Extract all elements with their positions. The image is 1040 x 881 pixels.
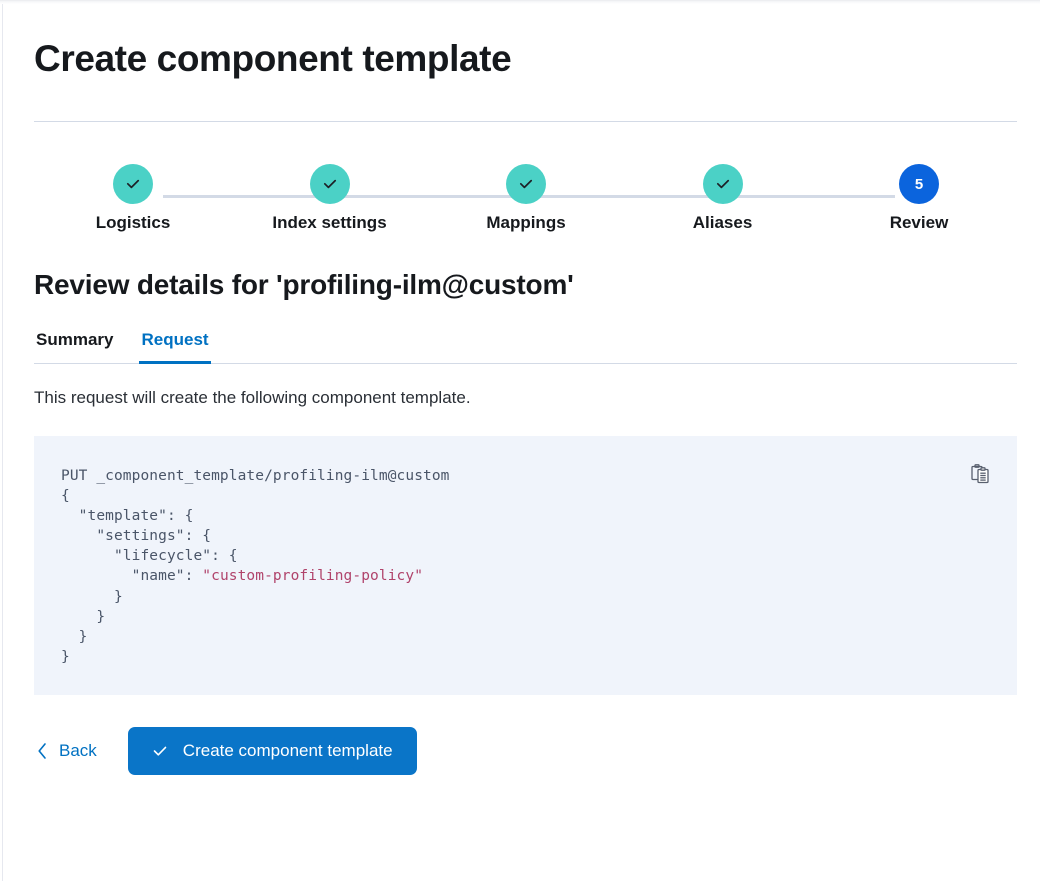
step-index-settings-label: Index settings <box>272 213 387 232</box>
step-mappings-badge[interactable] <box>506 164 546 204</box>
request-body-before: { "template": { "settings": { "lifecycle… <box>61 488 238 585</box>
check-icon <box>519 179 533 189</box>
tab-request[interactable]: Request <box>139 328 211 364</box>
check-icon <box>716 179 729 189</box>
step-aliases-label: Aliases <box>692 213 753 232</box>
check-icon <box>323 179 336 189</box>
step-logistics-label: Logistics <box>95 213 171 232</box>
header-divider <box>34 121 1017 122</box>
step-review-label: Review <box>889 213 949 232</box>
copy-clipboard-icon-button[interactable] <box>966 460 994 488</box>
tab-summary[interactable]: Summary <box>34 328 115 363</box>
step-logistics-badge[interactable] <box>113 164 153 204</box>
chevron-left-icon <box>38 743 46 759</box>
footer-actions: Back Create component template <box>34 727 1017 775</box>
step-index-settings-badge[interactable] <box>309 164 350 204</box>
page-title: Create component template <box>34 38 512 79</box>
step-review-badge[interactable]: 5 <box>899 164 939 204</box>
request-code-block: PUT _component_template/profiling-ilm@cu… <box>34 436 1017 695</box>
request-description: This request will create the following c… <box>34 388 471 407</box>
request-method-line: PUT _component_template/profiling-ilm@cu… <box>61 468 450 484</box>
step-indicator: Logistics Index settings <box>34 164 1017 248</box>
step-aliases-badge[interactable] <box>702 164 743 204</box>
back-button[interactable]: Back <box>34 735 99 767</box>
create-component-template-label: Create component template <box>182 741 393 760</box>
create-component-template-button[interactable]: Create component template <box>127 727 417 775</box>
back-button-label: Back <box>59 741 97 760</box>
check-icon <box>126 179 140 189</box>
check-icon <box>153 746 167 756</box>
request-body-after: } } } } <box>61 588 123 665</box>
step-mappings-label: Mappings <box>486 213 566 232</box>
request-string-value: "custom-profiling-policy" <box>202 568 424 585</box>
copy-clipboard-icon <box>970 464 989 484</box>
request-code-text: PUT _component_template/profiling-ilm@cu… <box>61 466 993 667</box>
page-container: Create component template Logistics <box>3 4 1040 881</box>
review-tabs: Summary Request <box>34 328 1017 364</box>
review-heading: Review details for 'profiling-ilm@custom… <box>34 269 574 300</box>
